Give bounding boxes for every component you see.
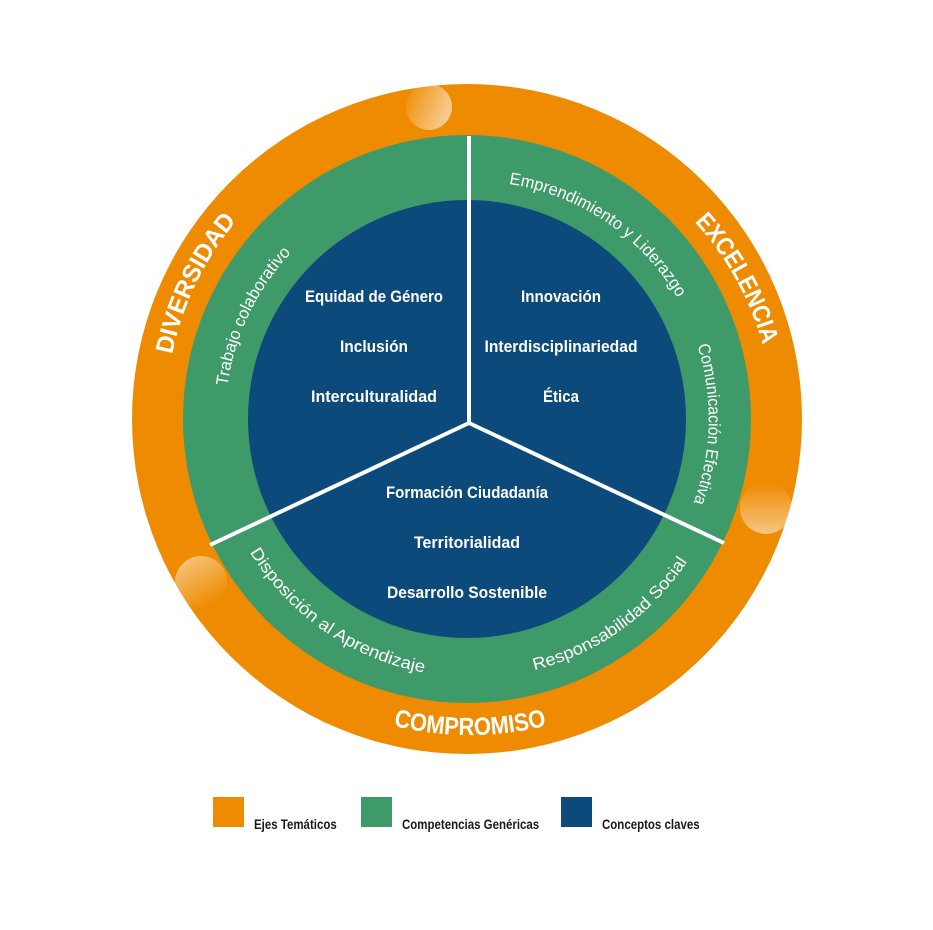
sector-dividers [209,136,725,547]
gloss-bubble-top [406,84,452,130]
sector-right-concepts: Innovación Interdisciplinariedad Ética [485,287,638,406]
legend-swatch-orange [213,797,244,827]
divider-left [209,421,470,547]
sector-left-concepts: Equidad de Género Inclusión Intercultura… [305,287,443,406]
legend-label: Ejes Temáticos [254,816,337,832]
legend-item-ejes: Ejes Temáticos [213,796,355,831]
legend-item-conceptos: Conceptos claves [561,796,721,831]
legend-item-competencias: Competencias Genéricas [361,796,569,831]
concept-item: Formación Ciudadanía [386,483,548,502]
legend: Ejes Temáticos Competencias Genéricas Co… [0,796,933,836]
legend-label: Conceptos claves [602,816,700,832]
concept-item: Territorialidad [414,533,520,552]
sector-bottom-concepts: Formación Ciudadanía Territorialidad Des… [386,483,548,602]
concept-item: Interculturalidad [311,387,437,406]
concept-item: Ética [543,387,579,406]
concept-item: Interdisciplinariedad [485,337,638,356]
legend-swatch-blue [561,797,592,827]
legend-swatch-green [361,797,392,827]
concept-item: Innovación [521,287,601,306]
gloss-bubble-left [175,556,227,608]
concept-item: Equidad de Género [305,287,443,306]
divider-right [468,421,725,545]
gloss-bubble-right [740,482,792,534]
concept-item: Desarrollo Sostenible [387,583,547,602]
concept-item: Inclusión [340,337,408,356]
legend-label: Competencias Genéricas [402,816,540,832]
